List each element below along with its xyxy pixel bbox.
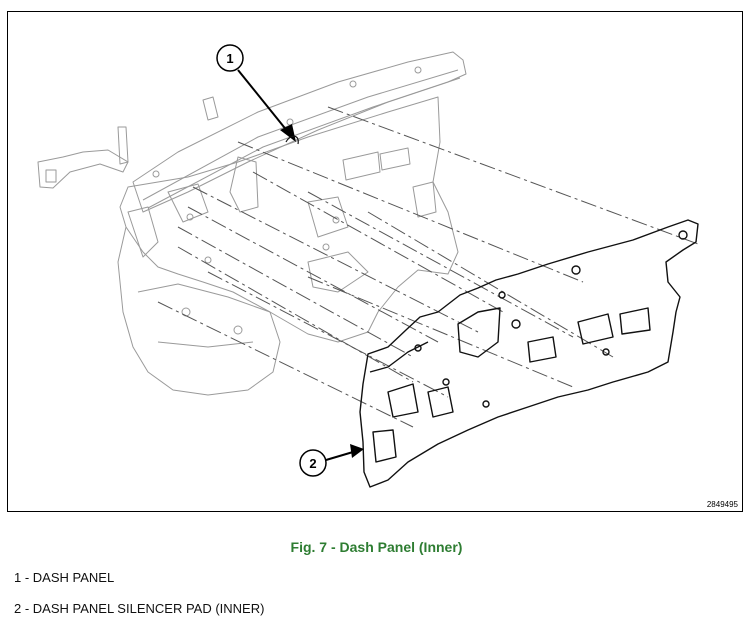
callout-2-leader — [325, 451, 354, 461]
dash-panel-structure — [37, 51, 467, 396]
figure-frame: 1 2 2849495 — [7, 11, 743, 512]
silencer-pad — [359, 219, 699, 488]
callout-2-arrowhead — [350, 444, 364, 458]
callout-1-number: 1 — [226, 51, 233, 66]
figure-id-code: 2849495 — [706, 500, 738, 509]
alignment-lines — [157, 106, 699, 428]
callout-1-bubble — [216, 44, 244, 72]
callout-1: 1 — [216, 44, 299, 145]
callout-2-bubble — [299, 449, 327, 477]
callout-2-number: 2 — [309, 456, 316, 471]
legend-item-silencer-pad: 2 - DASH PANEL SILENCER PAD (INNER) — [14, 601, 265, 616]
legend-item-dash-panel: 1 - DASH PANEL — [14, 570, 115, 585]
callout-2: 2 — [299, 444, 364, 477]
dash-panel-illustration: 1 2 — [37, 44, 699, 488]
callout-1-leader — [237, 69, 289, 133]
figure-caption: Fig. 7 - Dash Panel (Inner) — [290, 539, 463, 555]
callout-1-arrowhead — [280, 124, 296, 142]
